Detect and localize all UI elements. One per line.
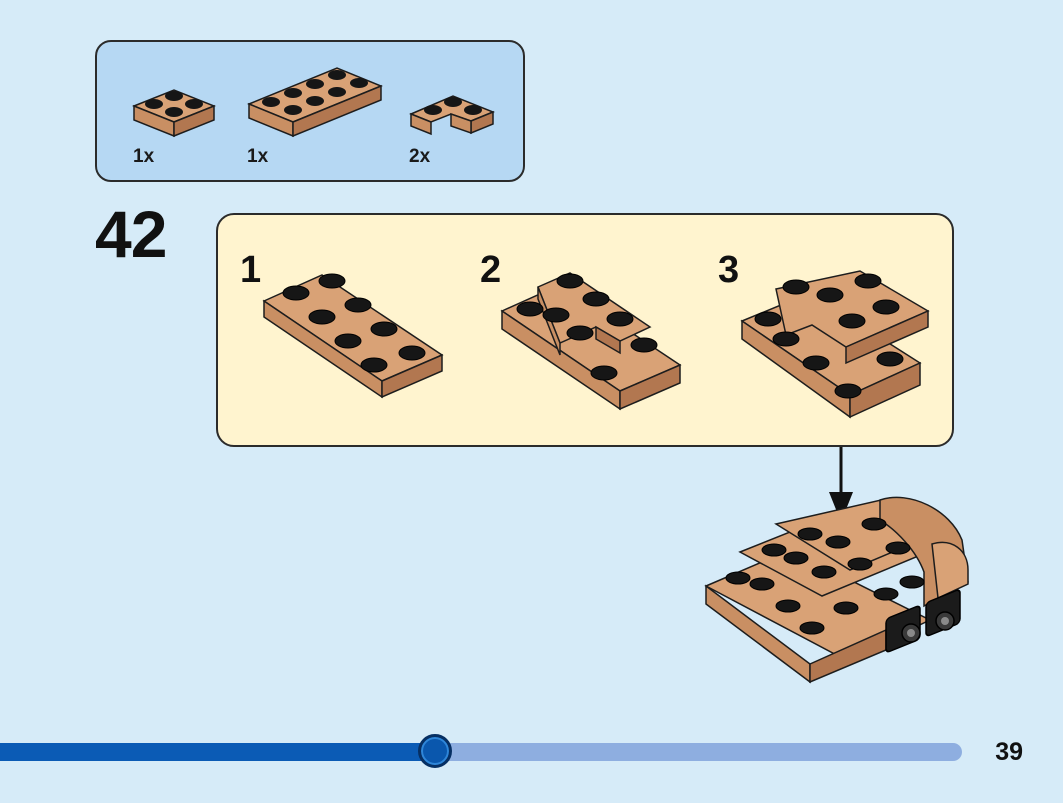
build-progress-fill	[0, 743, 435, 761]
plate-2x4-brown-icon	[247, 67, 383, 138]
substep-label: 2	[480, 249, 502, 291]
substep-3-illustration	[740, 270, 930, 419]
page-number: 39	[995, 738, 1023, 766]
part-qty: 1x	[247, 146, 269, 167]
substep-label: 3	[718, 249, 740, 291]
part-qty: 1x	[133, 146, 155, 167]
substep-2-illustration	[500, 272, 682, 411]
part-qty: 2x	[409, 146, 431, 167]
substep-callout: 1 2 3	[216, 213, 954, 447]
plate-2x2-corner-brown-icon	[409, 95, 495, 136]
parts-callout: 1x 1x 2x	[95, 40, 525, 182]
step-number: 42	[95, 197, 167, 271]
substep-1-illustration	[262, 273, 444, 399]
substep-label: 1	[240, 249, 262, 291]
assembly-illustration	[704, 496, 969, 684]
build-progress-bar	[0, 743, 962, 761]
build-progress-marker	[418, 734, 452, 768]
plate-2x2-brown-icon	[132, 89, 216, 138]
